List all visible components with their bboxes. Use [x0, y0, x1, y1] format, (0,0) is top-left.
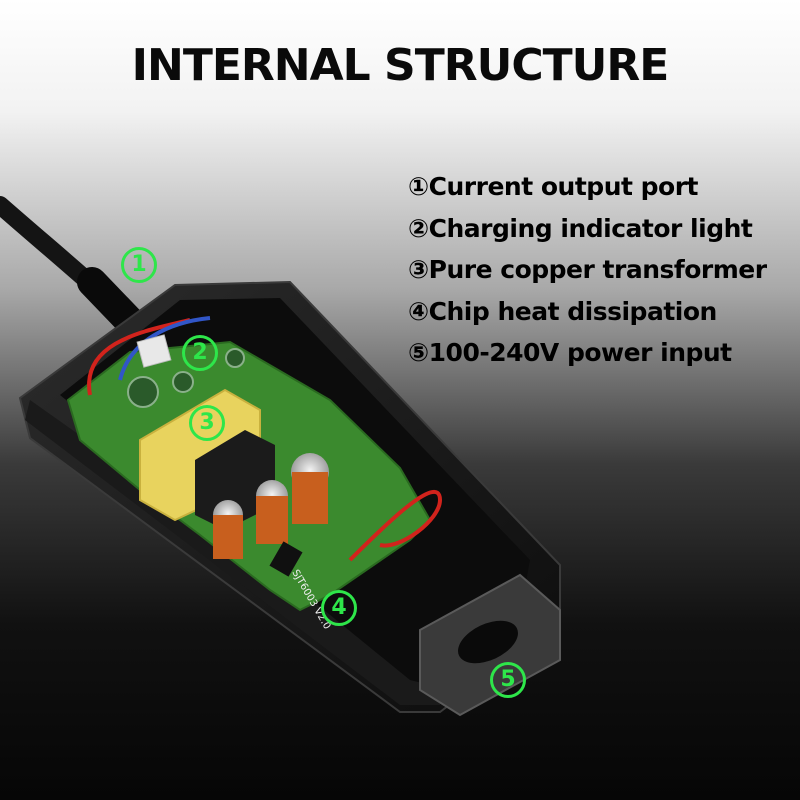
capacitor-body — [292, 472, 328, 524]
ic-chip — [269, 541, 303, 577]
legend-item-indicator-light: ②Charging indicator light — [408, 213, 753, 243]
capacitor — [127, 376, 159, 408]
transformer-core — [195, 430, 275, 530]
capacitor-body — [213, 515, 243, 559]
capacitor-body — [256, 496, 288, 544]
wire-red-input — [348, 490, 443, 562]
marker-3-icon: 3 — [189, 405, 225, 441]
marker-1-icon: 1 — [121, 247, 157, 283]
legend-item-power-input: ⑤100-240V power input — [408, 338, 732, 367]
wire-blue — [118, 316, 211, 381]
marker-4-icon: 4 — [321, 590, 357, 626]
output-connector — [136, 334, 172, 368]
legend-list: ①Current output port ②Charging indicator… — [408, 170, 767, 378]
socket-opening — [458, 620, 518, 664]
marker-2-icon: 2 — [182, 335, 218, 371]
legend-item-chip-heat: ④Chip heat dissipation — [408, 296, 717, 326]
legend-item-output-port: ①Current output port — [408, 172, 698, 201]
page-title: INTERNAL STRUCTURE — [131, 40, 670, 91]
capacitor — [172, 371, 194, 393]
legend-item-transformer: ③Pure copper transformer — [408, 255, 767, 284]
capacitor — [225, 348, 245, 368]
marker-5-icon: 5 — [490, 662, 526, 698]
